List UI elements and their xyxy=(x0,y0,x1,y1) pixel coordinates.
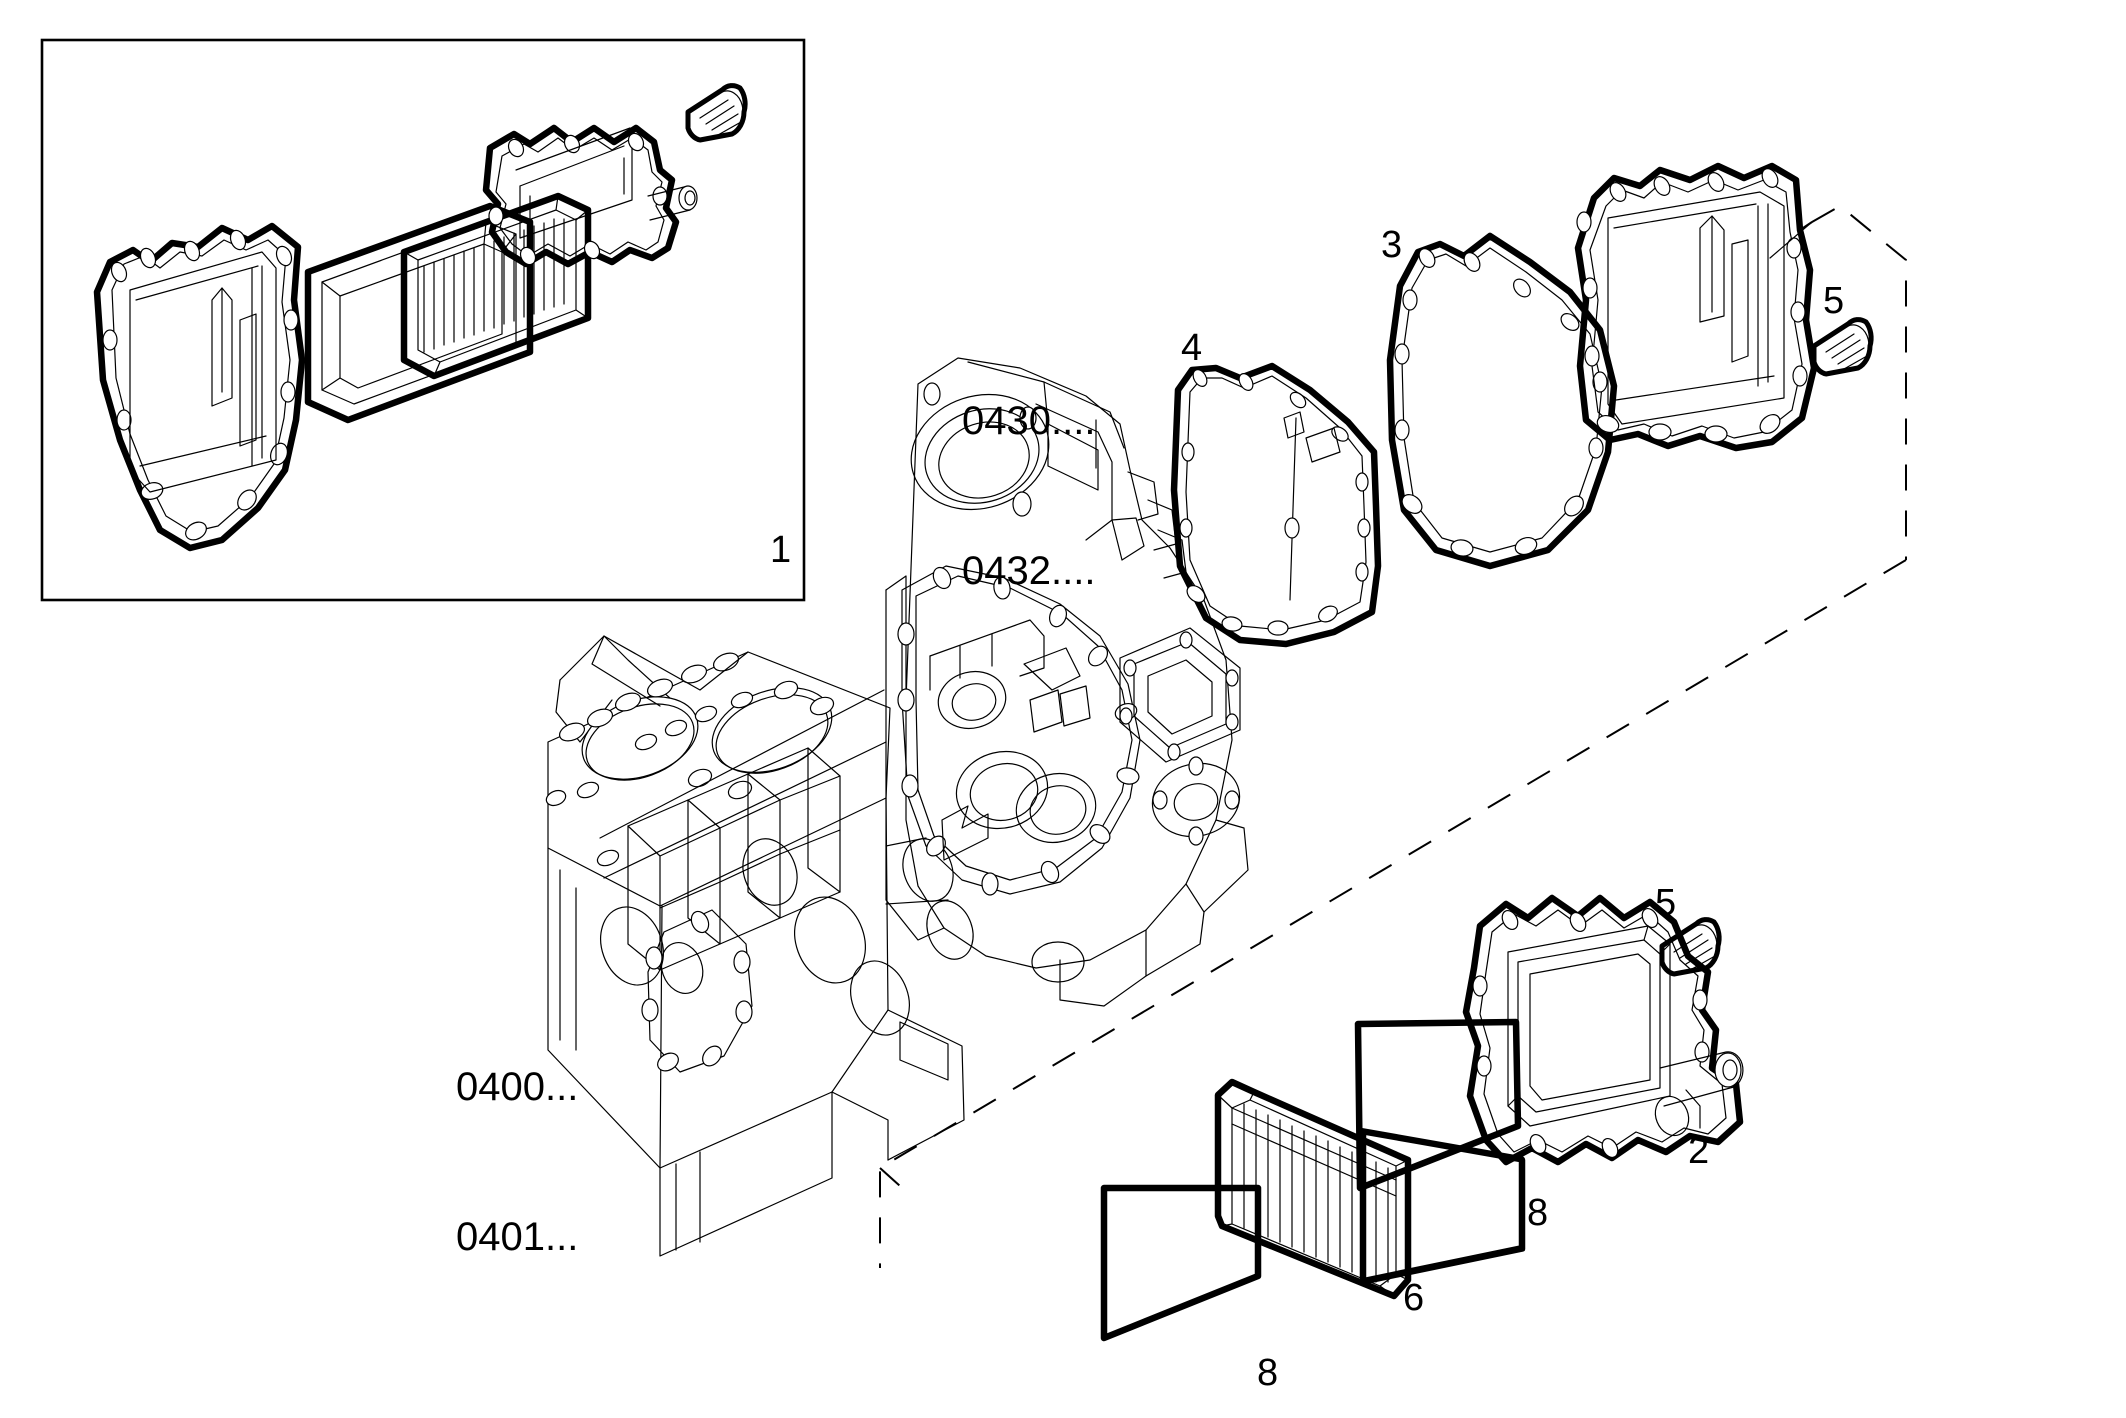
gasket-3 xyxy=(1386,232,1618,570)
item-number-3: 3 xyxy=(1381,224,1403,266)
reference-label-0400: 0400... xyxy=(456,1065,579,1109)
reference-label-0430-0432: 0430.... 0432.... xyxy=(962,296,1095,696)
engine-cylinder-block xyxy=(545,635,974,1257)
item-number-5-bottom: 5 xyxy=(1655,882,1677,924)
inset-bolt xyxy=(688,86,745,140)
inset-cover-plate xyxy=(93,222,306,552)
item-number-4: 4 xyxy=(1181,327,1203,369)
item-number-8-left: 8 xyxy=(1257,1352,1279,1394)
cooler-core-item-6 xyxy=(1214,1078,1412,1300)
bolt-5-top xyxy=(1814,320,1871,374)
reference-label-0432: 0432.... xyxy=(962,549,1096,593)
inset-cover-housing xyxy=(482,124,698,268)
item-number-8-right: 8 xyxy=(1527,1192,1549,1234)
cover-plate-top-right xyxy=(1574,162,1818,452)
inset-detail-box xyxy=(40,38,806,602)
item-number-2: 2 xyxy=(1688,1130,1710,1172)
reference-label-0401: 0401... xyxy=(456,1215,579,1259)
reference-label-0400-0401: 0400... 0401... xyxy=(456,962,578,1362)
gasket-8-left xyxy=(1100,1184,1262,1342)
inset-cooler-core xyxy=(400,192,592,380)
cover-housing-item-2 xyxy=(1462,894,1744,1166)
item-number-6: 6 xyxy=(1403,1277,1425,1319)
timing-gear-housing xyxy=(885,357,1249,1007)
reference-label-0430: 0430.... xyxy=(962,399,1096,443)
gasket-8-right xyxy=(1354,1018,1526,1285)
item-number-1: 1 xyxy=(770,529,792,571)
gasket-4 xyxy=(1170,362,1382,648)
item-number-5-top: 5 xyxy=(1823,280,1845,322)
